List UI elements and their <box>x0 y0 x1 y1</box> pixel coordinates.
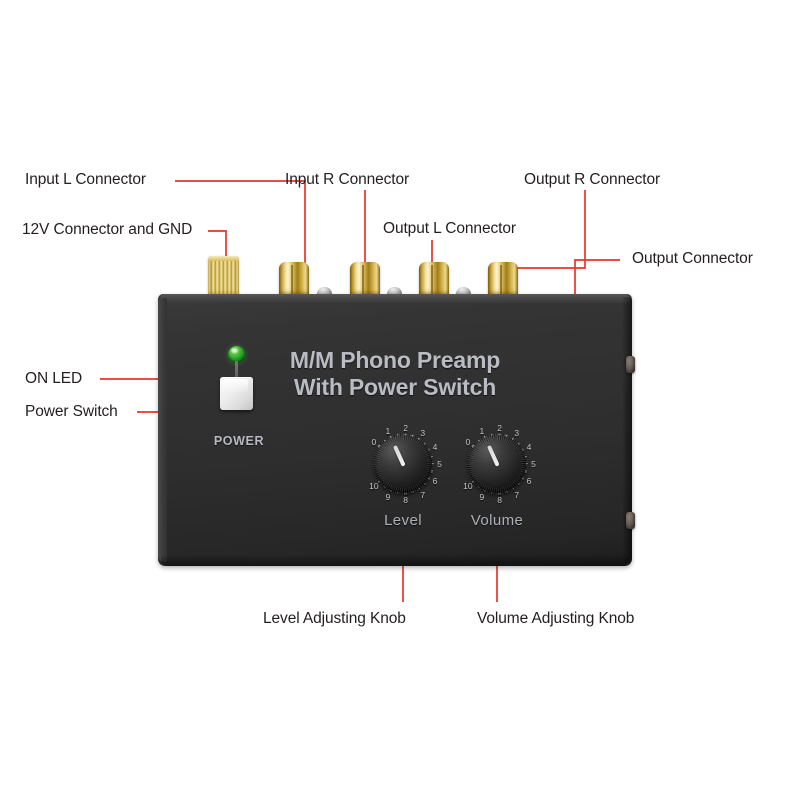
rca-jack-input-r[interactable] <box>350 262 380 296</box>
volume-knob-cap[interactable] <box>468 435 526 493</box>
volume-tick-label-10: 10 <box>463 480 473 491</box>
chassis-face <box>158 294 632 566</box>
volume-tick-label-2: 2 <box>497 422 503 433</box>
volume-tick-label-8: 8 <box>497 495 503 506</box>
callout-level-adjusting-knob: Level Adjusting Knob <box>263 610 406 627</box>
panel-screw-1 <box>317 287 332 296</box>
volume-tick-label-3: 3 <box>514 428 520 439</box>
volume-knob-caption: Volume <box>470 512 524 529</box>
chassis-top-bevel <box>160 294 630 303</box>
callout-input-r-connector: Input R Connector <box>285 171 410 188</box>
level-tick-label-5: 5 <box>437 459 442 469</box>
callout-output-connector: Output Connector <box>632 250 753 267</box>
silkscreen-title-line-1: M/M Phono Preamp <box>289 347 501 373</box>
gnd-binding-post[interactable] <box>208 256 239 297</box>
level-tick-label-2: 2 <box>403 422 409 433</box>
silkscreen-title-line-2: With Power Switch <box>293 374 497 400</box>
callout-power-switch: Power Switch <box>25 403 118 420</box>
panel-screw-2 <box>387 287 402 296</box>
power-switch-button[interactable] <box>220 377 253 410</box>
silkscreen-power-label: POWER <box>213 434 265 448</box>
side-screw-top <box>626 356 635 373</box>
volume-tick-label-5: 5 <box>531 459 536 469</box>
chassis-left-bevel <box>158 298 167 562</box>
phono-preamp-device: M/M Phono Preamp With Power Switch POWER… <box>158 294 635 566</box>
volume-tick-label-7: 7 <box>514 489 520 500</box>
level-tick-label-3: 3 <box>420 428 426 439</box>
level-knob-caption: Level <box>384 512 422 529</box>
rca-jack-input-l[interactable] <box>279 262 309 296</box>
chassis-right-shadow <box>622 297 632 563</box>
level-knob-pointer <box>392 444 406 467</box>
level-tick-label-0: 0 <box>371 437 377 448</box>
volume-tick-label-1: 1 <box>479 425 485 436</box>
level-tick-label-1: 1 <box>385 425 391 436</box>
level-knob-cap[interactable] <box>374 435 432 493</box>
level-tick-label-7: 7 <box>420 489 426 500</box>
level-tick-label-10: 10 <box>369 480 379 491</box>
level-tick-label-8: 8 <box>403 495 409 506</box>
volume-tick-label-0: 0 <box>465 437 471 448</box>
rca-jack-output-l[interactable] <box>419 262 449 296</box>
side-screw-bottom <box>626 512 635 529</box>
callout-input-l-connector: Input L Connector <box>25 171 146 188</box>
chassis-bottom-shadow <box>161 554 629 566</box>
on-led-indicator <box>228 346 245 363</box>
level-tick-label-9: 9 <box>385 492 391 503</box>
level-tick-label-6: 6 <box>432 476 438 487</box>
callout-volume-adjusting-knob: Volume Adjusting Knob <box>477 610 635 627</box>
leader-input-l-connector <box>175 180 306 275</box>
callout-12v-connector-and-gnd: 12V Connector and GND <box>22 221 193 238</box>
leader-output-connector <box>574 259 620 296</box>
volume-tick-label-4: 4 <box>526 441 532 452</box>
callout-output-r-connector: Output R Connector <box>524 171 661 188</box>
panel-screw-3 <box>456 287 471 296</box>
callout-on-led: ON LED <box>25 370 83 387</box>
volume-tick-label-6: 6 <box>526 476 532 487</box>
callout-output-l-connector: Output L Connector <box>383 220 516 237</box>
volume-tick-label-9: 9 <box>479 492 485 503</box>
rca-jack-output-r[interactable] <box>488 262 518 296</box>
switch-stem <box>235 361 238 379</box>
level-tick-label-4: 4 <box>432 441 438 452</box>
volume-knob-pointer <box>486 444 500 467</box>
